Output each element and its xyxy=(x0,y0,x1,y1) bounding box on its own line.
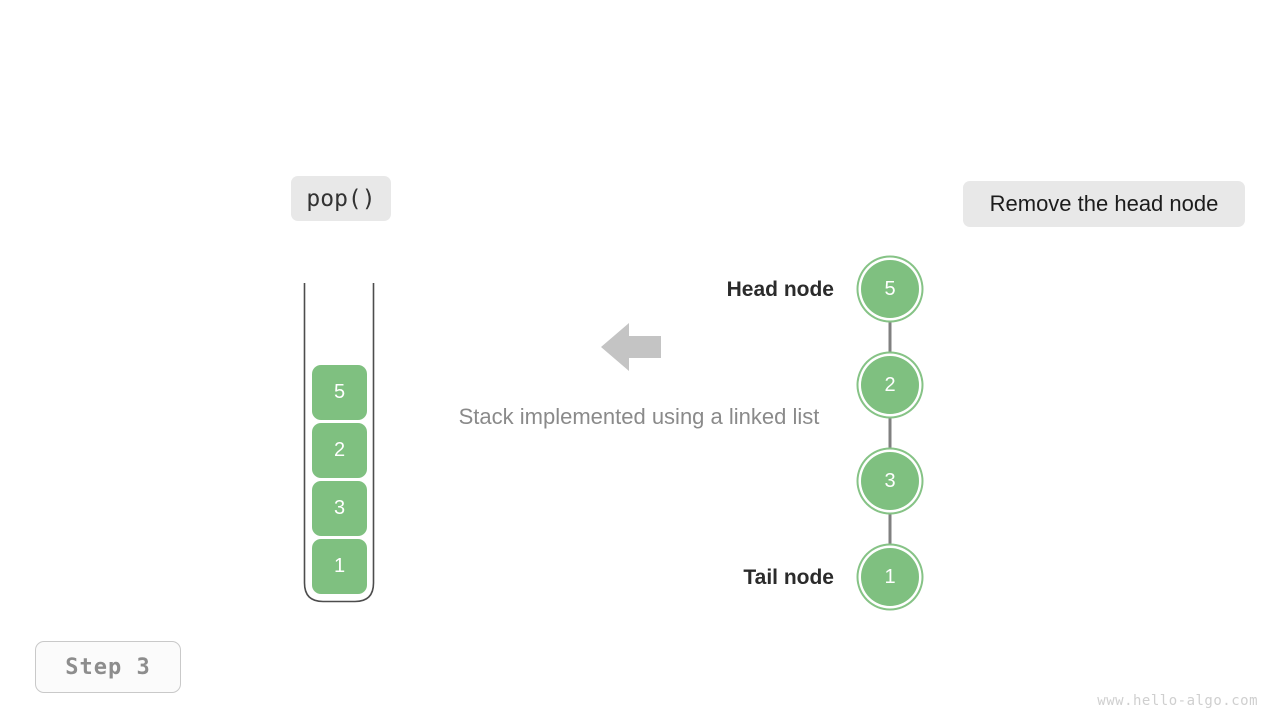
operation-label: pop() xyxy=(306,185,376,212)
list-node-tail: 1 xyxy=(861,548,919,606)
step-label: Step 3 xyxy=(65,654,151,680)
left-arrow-icon xyxy=(601,323,661,371)
watermark-text: www.hello-algo.com xyxy=(1097,693,1258,709)
list-node-value: 3 xyxy=(884,469,896,492)
stack-item: 1 xyxy=(312,539,367,594)
list-node-head: 5 xyxy=(861,260,919,318)
stack-item: 5 xyxy=(312,365,367,420)
stack-item: 3 xyxy=(312,481,367,536)
list-node: 3 xyxy=(861,452,919,510)
list-node-value: 2 xyxy=(884,373,896,396)
list-node-value: 5 xyxy=(884,277,896,300)
action-chip: Remove the head node xyxy=(963,181,1245,227)
stack-item: 2 xyxy=(312,423,367,478)
diagram-caption-text: Stack implemented using a linked list xyxy=(458,404,820,429)
watermark: www.hello-algo.com xyxy=(1097,693,1258,709)
step-badge: Step 3 xyxy=(35,641,181,693)
tail-node-label: Tail node xyxy=(743,566,834,589)
stack-item-value: 3 xyxy=(333,497,346,519)
linked-list-diagram: Head node Tail node 5 2 3 1 xyxy=(727,250,1020,620)
head-node-label: Head node xyxy=(726,278,834,301)
operation-chip: pop() xyxy=(291,176,391,221)
stack-item-value: 2 xyxy=(333,439,346,461)
stack-item-value: 5 xyxy=(333,381,346,403)
list-node-value: 1 xyxy=(884,565,896,588)
diagram-caption: Stack implemented using a linked list xyxy=(0,404,1280,430)
stack-items: 5 2 3 1 xyxy=(312,362,367,594)
stack-container-outline xyxy=(303,283,375,603)
action-label: Remove the head node xyxy=(989,191,1219,216)
list-node: 2 xyxy=(861,356,919,414)
stack-diagram: 5 2 3 1 xyxy=(303,283,375,603)
stack-item-value: 1 xyxy=(333,555,346,577)
